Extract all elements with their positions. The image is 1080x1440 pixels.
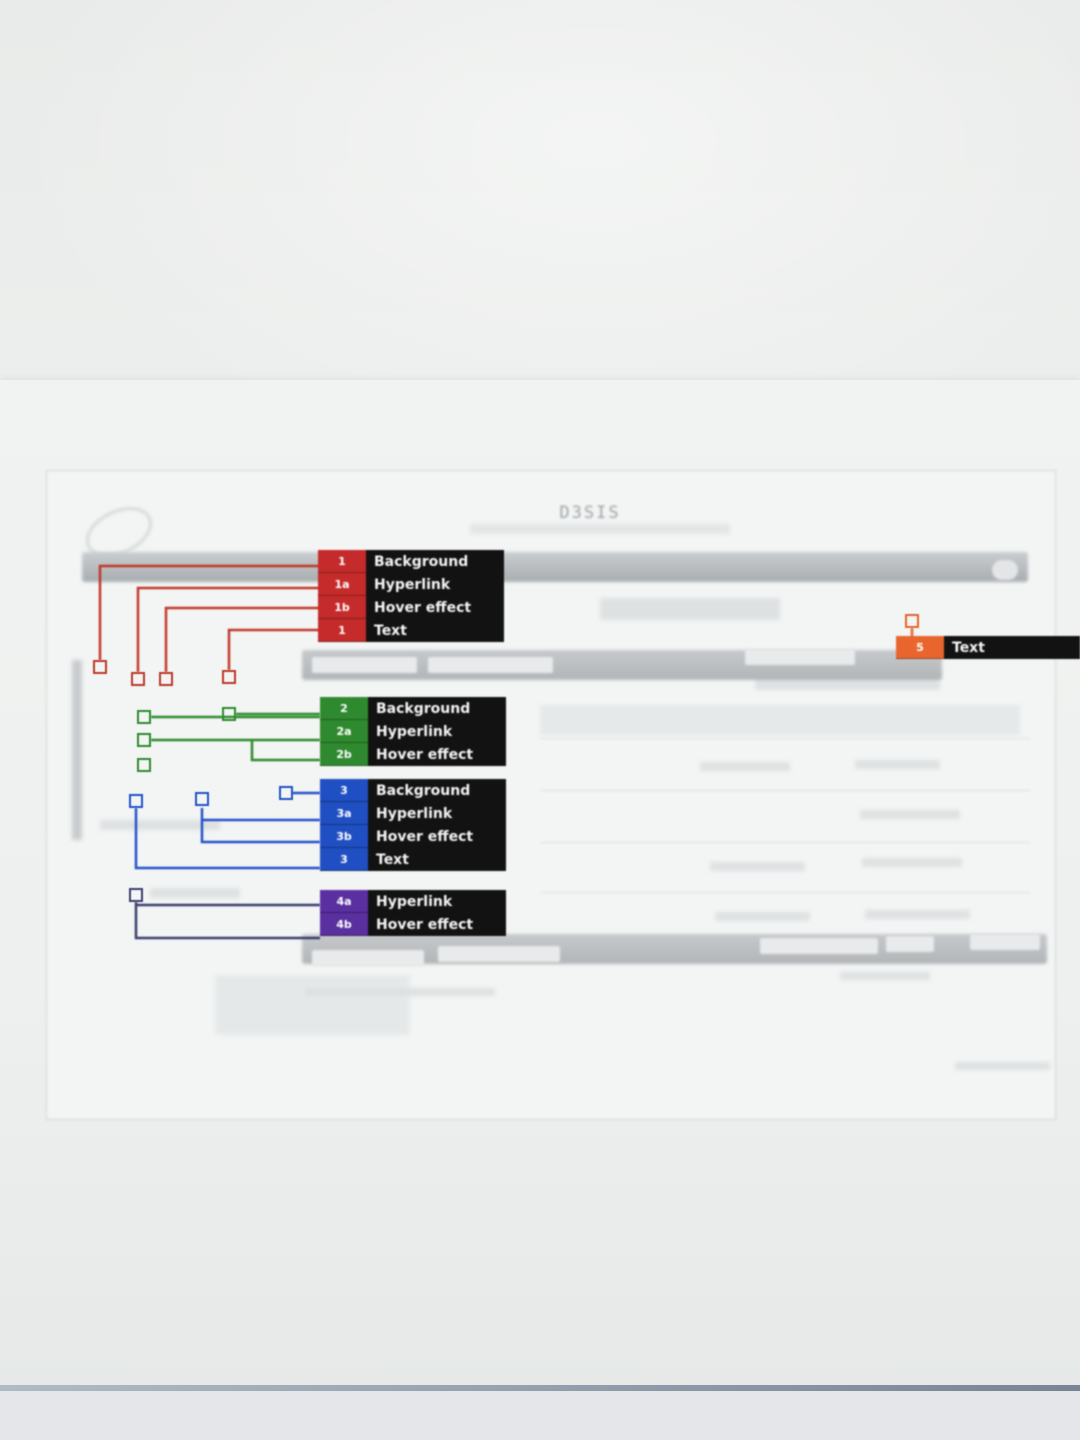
legend-row: 1b Hover effect (318, 596, 504, 619)
legend-label: Background (376, 782, 471, 799)
legend-label: Background (374, 553, 469, 570)
faint-panel (215, 975, 410, 1035)
footer-text (955, 1062, 1050, 1070)
legend-group-2: 2 Background 2a Hyperlink 2b Hover effec… (320, 697, 506, 766)
legend-label: Hover effect (374, 599, 472, 616)
annotation-node-1 (93, 660, 107, 674)
annotation-node-2a (137, 733, 151, 747)
topbar-user-button (992, 560, 1018, 580)
legend-label: Hover effect (376, 828, 474, 845)
annotation-node-3-background (279, 786, 293, 800)
legend-code: 3b (320, 825, 368, 848)
annotation-node-1b (159, 672, 173, 686)
legend-row: 4a Hyperlink (320, 890, 506, 913)
legend-group-5: 5 Text (896, 636, 1080, 659)
brand-title: D3SIS (559, 503, 621, 523)
annotation-node-1a (131, 672, 145, 686)
toolbar-select-field (428, 657, 553, 673)
legend-label: Hover effect (376, 746, 474, 763)
legend-code: 2 (320, 697, 368, 720)
table-header (540, 705, 1020, 735)
sidebar-item-block (100, 820, 220, 830)
legend-label: Text (376, 851, 409, 868)
annotation-node-4 (129, 888, 143, 902)
legend-label: Hover effect (376, 916, 474, 933)
table-cell (855, 760, 940, 769)
toolbar-select-field (438, 946, 560, 962)
legend-row: 3a Hyperlink (320, 802, 506, 825)
legend-row: 2b Hover effect (320, 743, 506, 766)
legend-row: 4b Hover effect (320, 913, 506, 936)
table-row-divider (540, 738, 1030, 739)
legend-row: 1 Background (318, 550, 504, 573)
legend-code: 2a (320, 720, 368, 743)
legend-group-4: 4a Hyperlink 4b Hover effect (320, 890, 506, 936)
toolbar-action-field (312, 950, 424, 966)
legend-row: 1 Text (318, 619, 504, 642)
legend-code: 3a (320, 802, 368, 825)
table-cell (865, 910, 970, 919)
annotation-node-1-text (222, 670, 236, 684)
pagination (840, 972, 930, 980)
annotation-node-3a (195, 792, 209, 806)
table-cell (715, 912, 810, 921)
toolbar-button (886, 936, 934, 952)
annotation-node-2 (222, 707, 236, 721)
table-cell (862, 858, 962, 867)
table-cell (700, 762, 790, 771)
legend-row: 2a Hyperlink (320, 720, 506, 743)
legend-label: Hyperlink (376, 805, 453, 822)
annotation-node-5 (905, 614, 919, 628)
legend-label: Text (374, 622, 407, 639)
legend-label: Hyperlink (374, 576, 451, 593)
brand-subtitle (470, 524, 730, 534)
toolbar-search-field (760, 938, 878, 954)
legend-code: 1 (318, 619, 366, 642)
sidebar-item-block (150, 888, 240, 898)
annotation-node-3 (129, 794, 143, 808)
legend-row: 3 Background (320, 779, 506, 802)
table-row-divider (540, 790, 1030, 791)
annotation-node-2b (137, 758, 151, 772)
legend-code: 3 (320, 848, 368, 871)
legend-row: 3b Hover effect (320, 825, 506, 848)
annotation-node-2 (137, 710, 151, 724)
legend-row: 5 Text (896, 636, 1080, 659)
legend-code: 4b (320, 913, 368, 936)
legend-code: 1 (318, 550, 366, 573)
toolbar-button (970, 934, 1040, 950)
toolbar-action-field (312, 657, 417, 673)
table-cell (860, 810, 960, 819)
legend-code: 2b (320, 743, 368, 766)
legend-code: 4a (320, 890, 368, 913)
legend-row: 3 Text (320, 848, 506, 871)
legend-row: 1a Hyperlink (318, 573, 504, 596)
table-row-divider (540, 842, 1030, 843)
legend-row: 2 Background (320, 697, 506, 720)
legend-label: Hyperlink (376, 893, 453, 910)
legend-label: Hyperlink (376, 723, 453, 740)
toolbar-search-field (745, 649, 855, 665)
legend-group-3: 3 Background 3a Hyperlink 3b Hover effec… (320, 779, 506, 871)
faint-header-block (600, 598, 780, 620)
legend-code: 5 (896, 636, 944, 659)
legend-code: 1b (318, 596, 366, 619)
legend-label: Text (952, 639, 985, 656)
legend-code: 3 (320, 779, 368, 802)
legend-label: Background (376, 700, 471, 717)
floor (0, 1391, 1080, 1440)
legend-group-1: 1 Background 1a Hyperlink 1b Hover effec… (318, 550, 504, 642)
sheet-edge (0, 1385, 1080, 1391)
table-cell (710, 862, 805, 871)
table-row-divider (540, 892, 1030, 893)
legend-code: 1a (318, 573, 366, 596)
sidebar-rail (72, 660, 82, 840)
